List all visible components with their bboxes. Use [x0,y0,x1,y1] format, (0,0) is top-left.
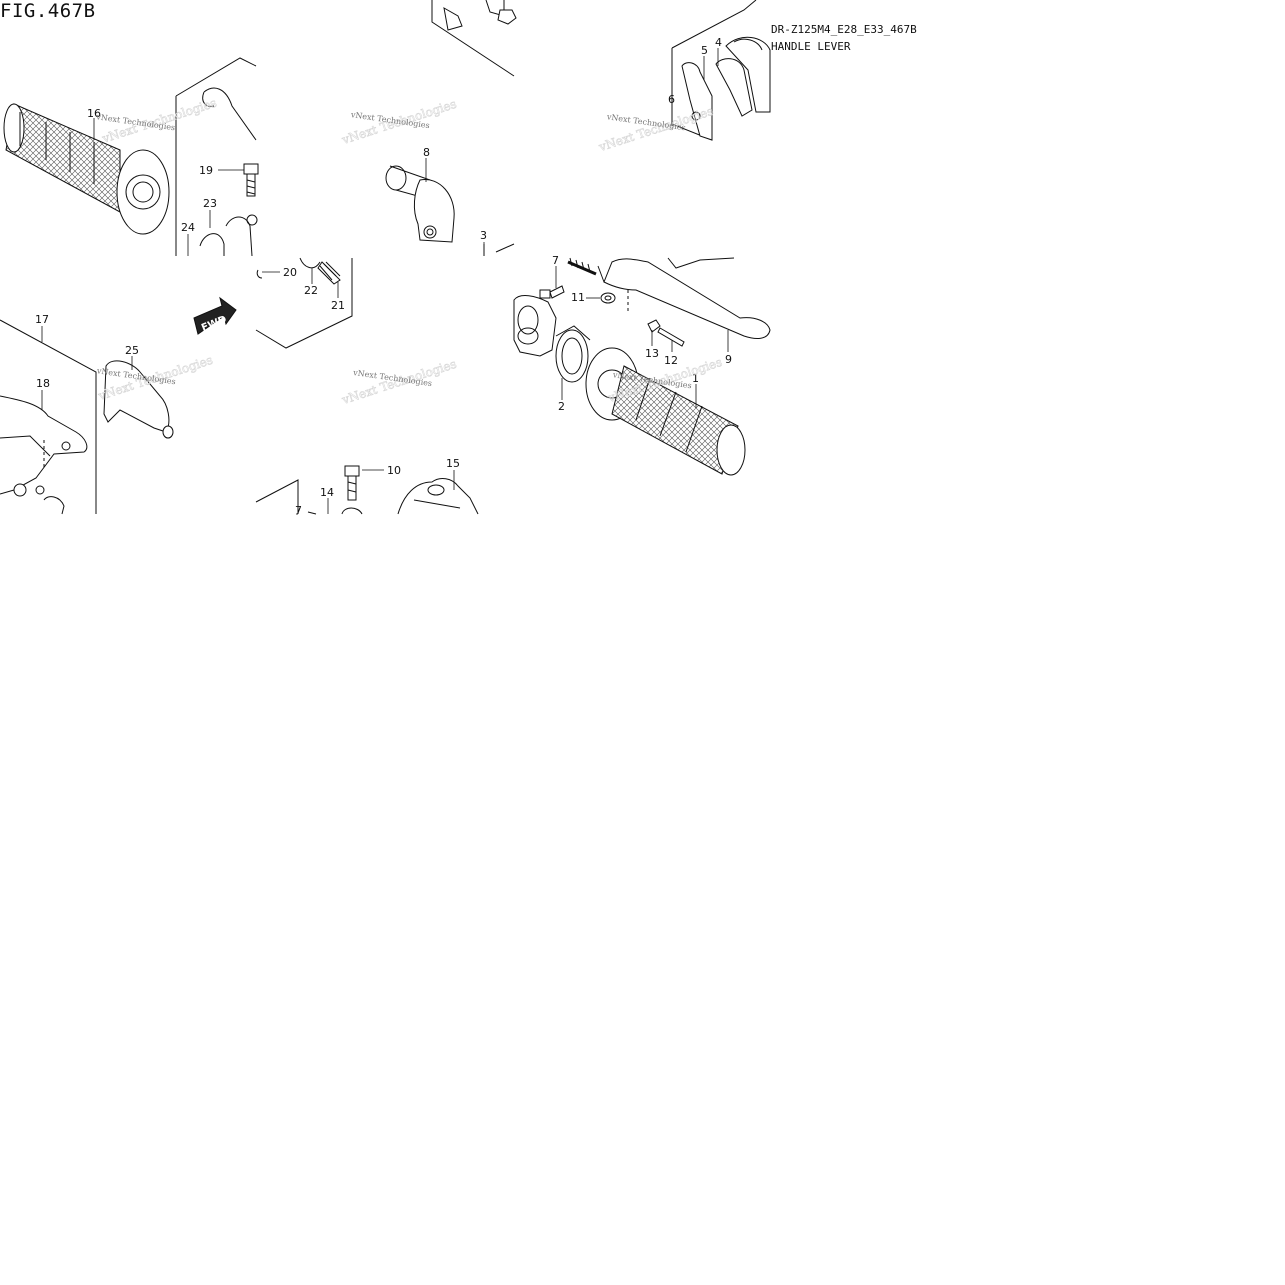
left-grip [3,103,170,235]
throttle-housing-8 [385,165,455,243]
callout-18: 18 [36,377,50,390]
callout-8: 8 [423,146,430,159]
callout-9: 9 [725,353,732,366]
callout-4: 4 [715,36,722,49]
callout-13: 13 [645,347,659,360]
top-center-frame [431,0,517,77]
brake-lever-assy [513,257,771,476]
figure-name: HANDLE LEVER [771,40,851,53]
left-lower-frame [0,319,174,515]
callout-10: 10 [387,464,401,477]
callout-5: 5 [701,44,708,57]
callout-17: 17 [35,313,49,326]
right-switch-frame [671,0,771,141]
fwd-arrow-icon [193,296,237,335]
callout-6: 6 [668,93,675,106]
bolt-19 [243,163,259,197]
callout-7b: 7 [295,504,302,517]
callout-20: 20 [283,266,297,279]
callout-2: 2 [558,400,565,413]
callout-16: 16 [87,107,101,120]
lever-holder-23-24 [199,214,258,257]
leader-lines [41,48,729,515]
model-code: DR-Z125M4_E28_E33_467B [771,23,917,36]
callout-1: 1 [692,372,699,385]
center-frame [255,257,353,349]
callout-3: 3 [480,229,487,242]
callout-15: 15 [446,457,460,470]
callout-11: 11 [571,291,585,304]
callout-24: 24 [181,221,195,234]
figure-title: FIG.467B [0,0,96,22]
callout-12: 12 [664,354,678,367]
callout-numbers: 1 2 3 4 5 6 7 7 8 9 10 11 12 13 14 15 16… [35,36,732,517]
clutch-lever-frame [175,57,257,256]
callout-23: 23 [203,197,217,210]
callout-25: 25 [125,344,139,357]
callout-22: 22 [304,284,318,297]
watermark-ghost-3: vNext Technologies [596,104,715,154]
bottom-center-frame [255,465,479,515]
callout-21: 21 [331,299,345,312]
part-3-leader [483,243,515,256]
callout-14: 14 [320,486,334,499]
callout-19: 19 [199,164,213,177]
callout-7: 7 [552,254,559,267]
